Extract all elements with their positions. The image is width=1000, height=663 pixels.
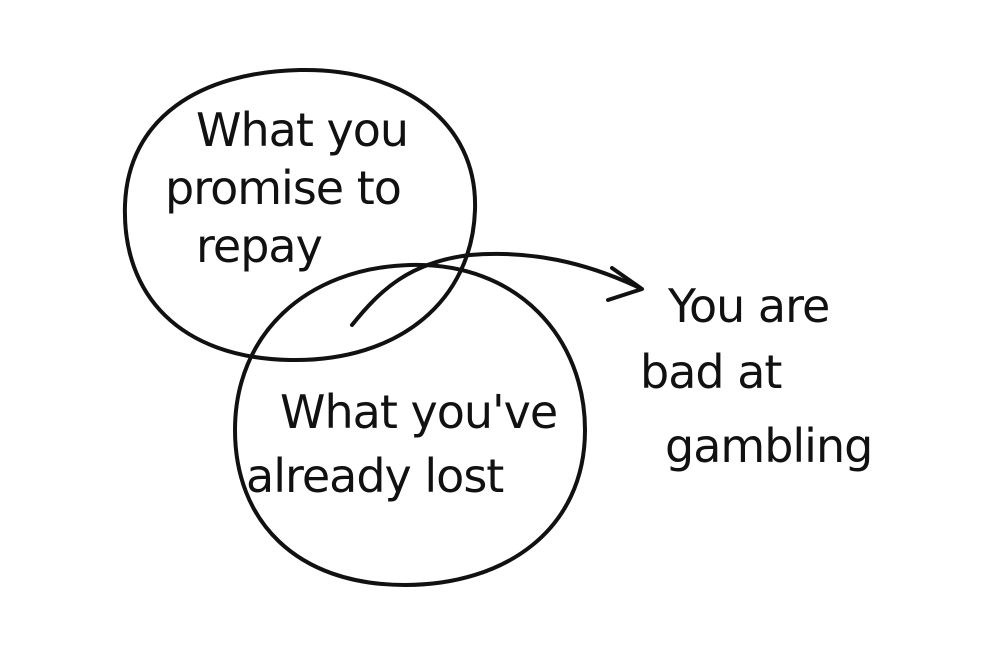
- label-lost-line-2: already lost: [246, 449, 503, 503]
- arrow-line: [350, 251, 642, 327]
- label-promise-to-repay: What you promise to repay: [165, 103, 422, 273]
- circle-already-lost: [233, 262, 587, 587]
- arrow-head-icon: [606, 266, 644, 302]
- label-already-lost: What you've already lost: [246, 385, 571, 503]
- label-promise-line-2: promise to: [165, 161, 401, 215]
- label-result-line-2: bad at: [640, 345, 781, 399]
- label-result: You are bad at gambling: [640, 279, 872, 473]
- label-result-line-1: You are: [667, 279, 829, 333]
- circle-promise-to-repay: [122, 67, 478, 363]
- label-result-line-3: gambling: [665, 419, 872, 473]
- label-lost-line-1: What you've: [280, 385, 557, 439]
- label-promise-line-3: repay: [196, 219, 322, 273]
- label-promise-line-1: What you: [196, 103, 408, 157]
